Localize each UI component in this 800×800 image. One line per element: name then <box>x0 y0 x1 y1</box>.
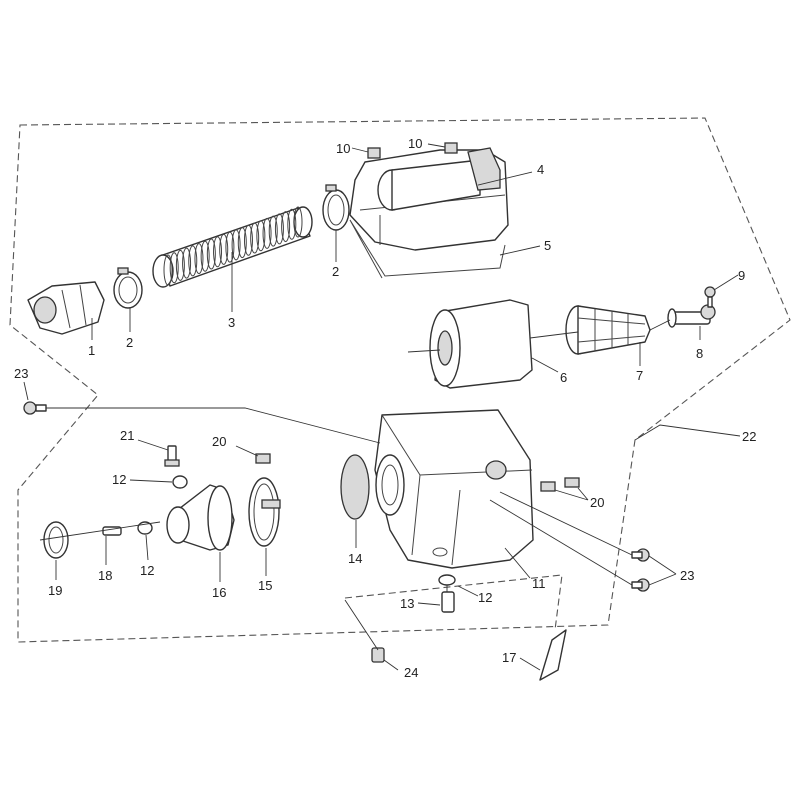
hose-rib <box>293 206 303 238</box>
upper-assembly-boundary <box>9 117 791 643</box>
hose-rib <box>243 224 253 256</box>
hose-rib <box>182 247 192 279</box>
hose-rib <box>169 252 179 284</box>
callout-12-middle: 12 <box>140 563 154 578</box>
assembly-line-bolts-right <box>489 491 633 586</box>
part-8-holder <box>667 304 716 328</box>
part-7-filter-cage <box>565 305 651 355</box>
callout-14: 14 <box>348 551 362 566</box>
callout-19: 19 <box>48 583 62 598</box>
hose-rib <box>250 222 260 254</box>
part-2-clamp-right <box>322 184 350 231</box>
callout-24: 24 <box>404 665 418 680</box>
part-15-large-clamp <box>248 477 281 547</box>
callout-6: 6 <box>560 370 567 385</box>
callout-7: 7 <box>636 368 643 383</box>
callout-2-left: 2 <box>126 335 133 350</box>
callout-13: 13 <box>400 596 414 611</box>
part-2-clamp-left <box>113 267 143 309</box>
part-20-clip-left <box>255 453 271 464</box>
callout-23-left: 23 <box>14 366 28 381</box>
hose-rib <box>237 227 247 259</box>
callout-20-left: 20 <box>212 434 226 449</box>
callout-5: 5 <box>544 238 551 253</box>
hose-rib <box>287 208 297 240</box>
hose-rib <box>213 236 223 268</box>
part-6-foam-filter <box>429 299 533 389</box>
leader-lines <box>23 143 741 671</box>
part-20-clip-right-a <box>540 481 556 492</box>
callout-18: 18 <box>98 568 112 583</box>
part-16-intake-boot <box>166 484 235 551</box>
hose-rib <box>194 243 204 275</box>
callout-labels: 1 2 2 3 4 5 6 7 8 9 10 10 11 12 12 12 13… <box>14 136 756 680</box>
part-24-drain-plug <box>371 647 385 663</box>
hose-rib <box>175 249 185 281</box>
hose-rib <box>274 213 284 245</box>
callout-12-lower: 12 <box>478 590 492 605</box>
part-12-clamp-upper <box>172 475 188 489</box>
callout-2-right: 2 <box>332 264 339 279</box>
hose-rib <box>268 215 278 247</box>
hose-rib <box>206 238 216 270</box>
callout-21: 21 <box>120 428 134 443</box>
part-14-mesh-screen <box>340 454 370 520</box>
hose-rib <box>262 217 272 249</box>
part-5-gasket <box>349 219 506 279</box>
part-12-clamp-lower <box>438 574 456 586</box>
hose-rib <box>231 229 241 261</box>
callout-12-upper: 12 <box>112 472 126 487</box>
callout-3: 3 <box>228 315 235 330</box>
part-3-corrugated-hose <box>152 206 313 288</box>
callout-10-right: 10 <box>408 136 422 151</box>
part-19-hose-clamp <box>43 521 69 559</box>
hose-rib <box>163 254 173 286</box>
part-21-breather-fitting <box>164 445 180 467</box>
part-13-drain-tube <box>441 591 455 613</box>
callout-16: 16 <box>212 585 226 600</box>
callout-22: 22 <box>742 429 756 444</box>
assembly-line-drain <box>344 585 448 651</box>
part-1-elbow <box>27 281 105 335</box>
callout-17: 17 <box>502 650 516 665</box>
assembly-line-bolt <box>46 407 381 444</box>
callout-11: 11 <box>532 576 546 591</box>
part-9-screw <box>704 286 716 308</box>
callout-23-right: 23 <box>680 568 694 583</box>
part-10-clip-left <box>367 147 381 159</box>
callout-10-left: 10 <box>336 141 350 156</box>
part-20-clip-right-b <box>564 477 580 488</box>
part-23-bolt-right-b <box>631 578 650 592</box>
hose-rib <box>188 245 198 277</box>
callout-4: 4 <box>537 162 544 177</box>
assembly-line-boot <box>39 521 161 541</box>
part-11-airbox-body <box>374 409 534 569</box>
callout-9: 9 <box>738 268 745 283</box>
part-4-airbox-lid <box>349 147 509 251</box>
part-23-bolt-left <box>23 401 47 415</box>
lower-sub-boundary <box>344 574 563 631</box>
callout-15: 15 <box>258 578 272 593</box>
callout-8: 8 <box>696 346 703 361</box>
hose-rib <box>200 240 210 272</box>
hose-rib <box>256 220 266 252</box>
part-10-clip-right <box>444 142 458 154</box>
assembly-line-filter <box>407 319 671 353</box>
part-23-bolt-right-a <box>631 548 650 562</box>
hose-rib <box>225 231 235 263</box>
hose-rib <box>281 211 291 243</box>
callout-20-right: 20 <box>590 495 604 510</box>
part-17-label <box>539 629 567 681</box>
callout-1: 1 <box>88 343 95 358</box>
hose-rib <box>219 233 229 265</box>
